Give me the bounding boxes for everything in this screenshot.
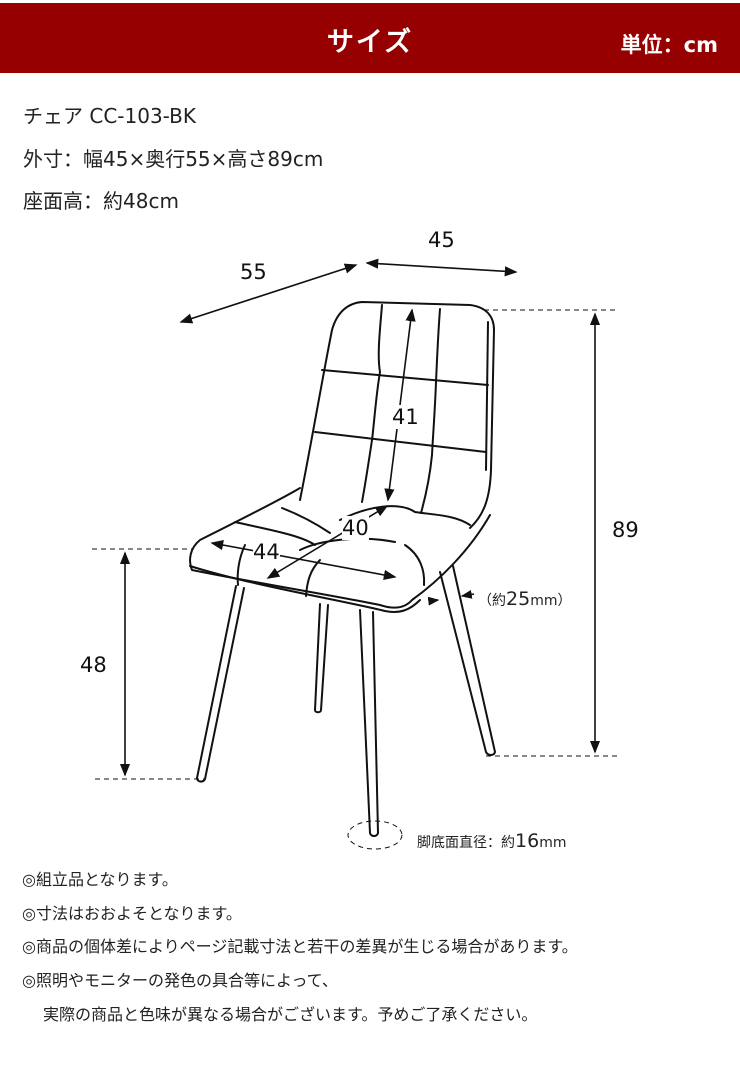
seat-depth-label: 40 (342, 516, 369, 540)
unit-label: 単位：cm (620, 33, 718, 57)
chair-drawing (92, 258, 618, 850)
seat-height-spec: 座面高：約48cm (23, 189, 179, 213)
seat-height-label: 48 (80, 653, 107, 677)
leg-width-annotation: （約25mm） (478, 588, 572, 610)
chair-dimension-diagram: 55 45 41 40 44 89 48 （約25mm） 脚底面直径：約16mm (0, 220, 740, 860)
total-height-label: 89 (612, 518, 639, 542)
size-header-bar: サイズ 単位：cm (0, 3, 740, 73)
outer-dimensions: 外寸：幅45×奥行55×高さ89cm (23, 147, 324, 171)
note-individual-variance: ◎商品の個体差によりページ記載寸法と若干の差異が生じる場合があります。 (22, 937, 578, 956)
width-label: 45 (428, 228, 455, 252)
foot-diameter-annotation: 脚底面直径：約16mm (417, 830, 567, 852)
depth-label: 55 (240, 260, 267, 284)
model-name: チェア CC-103-BK (23, 104, 197, 128)
backrest-height-label: 41 (392, 405, 419, 429)
note-approx-dimensions: ◎寸法はおおよそとなります。 (22, 904, 242, 923)
seat-width-label: 44 (253, 540, 280, 564)
section-title: サイズ (326, 27, 414, 58)
note-color-variance: ◎照明やモニターの発色の具合等によって、 (22, 971, 338, 990)
note-color-variance-cont: 実際の商品と色味が異なる場合がございます。予めご了承ください。 (43, 1005, 538, 1024)
note-assembly: ◎組立品となります。 (22, 870, 178, 889)
